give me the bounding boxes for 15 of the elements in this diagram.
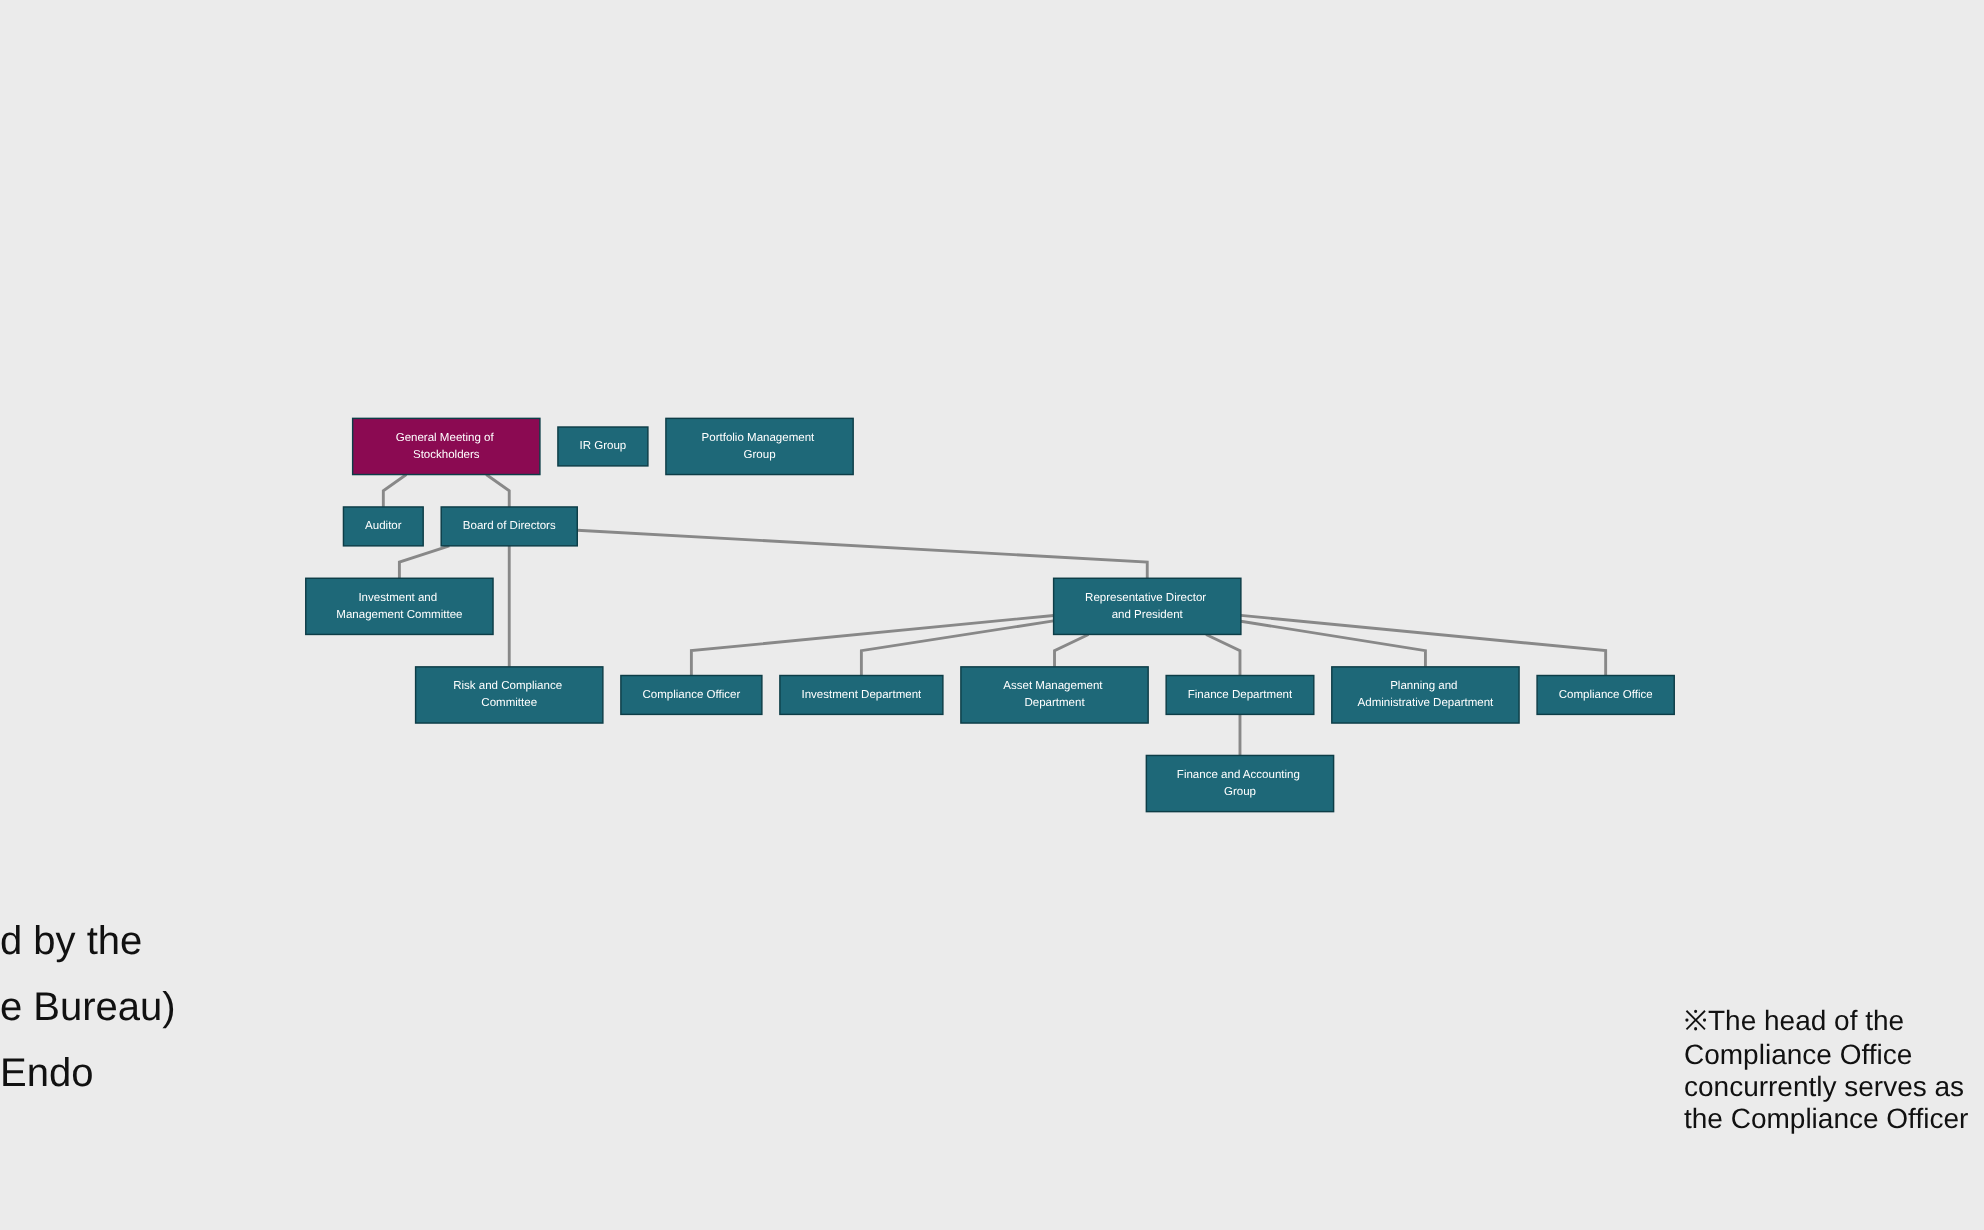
connector <box>397 544 450 579</box>
connector <box>859 619 1054 676</box>
connector <box>381 473 408 507</box>
connector <box>1240 619 1427 667</box>
text-fragment: d by the <box>0 920 145 966</box>
connector <box>1053 633 1090 667</box>
text-fragment: Endo <box>0 1052 96 1098</box>
connector <box>577 528 1149 579</box>
text-fragment: e Bureau) <box>0 986 178 1032</box>
connector <box>485 473 511 507</box>
connector <box>689 614 1054 676</box>
connector <box>507 545 511 667</box>
footnote: ※The head of the Compliance Office concurrently serves as the Compliance Officer <box>1684 1002 1971 1134</box>
connector <box>1240 613 1608 676</box>
connector <box>1238 714 1242 756</box>
